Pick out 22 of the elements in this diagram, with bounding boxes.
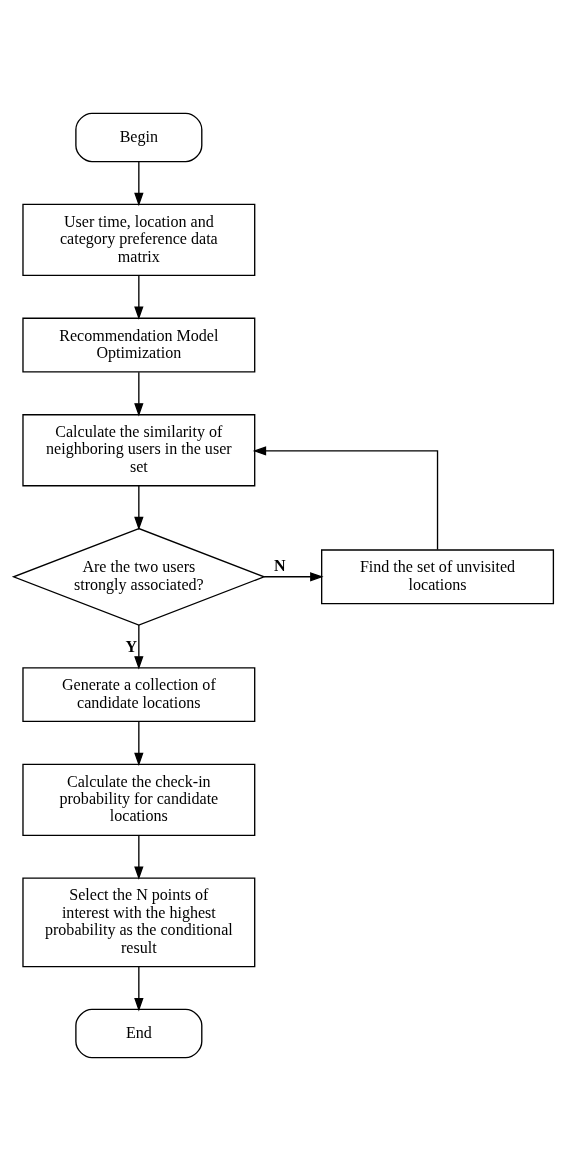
node-box: Find the set of unvisited locations xyxy=(321,549,555,605)
arrow xyxy=(263,572,324,582)
node-box: User time, location and category preference data matrix xyxy=(22,203,256,277)
arrow xyxy=(134,274,144,320)
arrow xyxy=(134,721,144,767)
edge-label: Y xyxy=(125,638,138,656)
arrow xyxy=(134,835,144,880)
arrow xyxy=(252,446,439,551)
node-box: Generate a collection of candidate locations xyxy=(22,667,256,723)
node-box: Calculate the similarity of neighboring users in the user set xyxy=(22,414,256,487)
node-box: Recommendation Model Optimization xyxy=(22,317,256,373)
node-box: End xyxy=(75,1008,203,1059)
node-box: Select the N points of interest with the highest probability as the conditional result xyxy=(22,877,256,968)
arrow xyxy=(134,966,144,1012)
node-diamond: Are the two users strongly associated? xyxy=(11,527,266,626)
arrow xyxy=(134,161,144,207)
node-box: Begin xyxy=(75,112,203,163)
edge-label: N xyxy=(274,556,286,574)
arrow xyxy=(134,485,144,531)
arrow xyxy=(134,371,144,417)
node-box: Calculate the check-in probability for candidate locations xyxy=(22,763,256,836)
arrow xyxy=(134,624,144,670)
